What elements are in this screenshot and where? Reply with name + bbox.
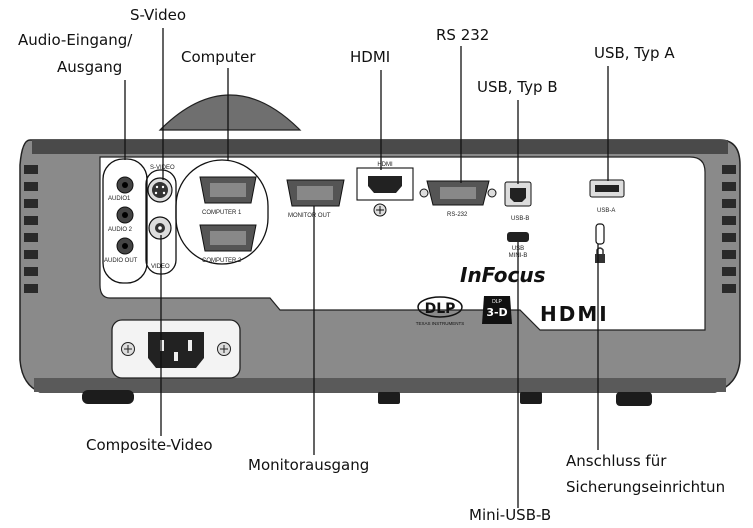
hdmi-port-label: HDMI [377, 162, 393, 168]
monitor-out-port-icon [286, 179, 345, 207]
callout-security-line2: Sicherungseinrichtun [566, 478, 725, 496]
computer1-port-label: COMPUTER 1 [202, 210, 242, 216]
callout-hdmi: HDMI [350, 48, 390, 66]
dlp-logo-text: DLP [425, 301, 456, 317]
audio1-label: AUDIO1 [108, 196, 131, 202]
callout-monitor-out: Monitorausgang [248, 456, 369, 474]
callout-usb-a: USB, Typ A [594, 44, 675, 62]
audio2-label: AUDIO 2 [108, 227, 133, 233]
dlp-3d-top-text: DLP [492, 299, 502, 305]
computer2-port-icon [199, 224, 257, 252]
usb-a-port-label: USB-A [597, 208, 615, 214]
projector-feet [82, 390, 652, 406]
callout-rs232: RS 232 [436, 26, 489, 44]
usb-b-port-icon [504, 181, 532, 207]
dlp-3d-logo: DLP 3-D [482, 296, 512, 324]
rs232-port-label: RS-232 [447, 212, 468, 218]
dlp-3d-text: 3-D [486, 306, 507, 319]
s-video-port-icon [147, 177, 173, 203]
hdmi-port-outline [356, 167, 414, 201]
composite-video-port-icon [148, 216, 172, 240]
usb-a-port-icon [589, 179, 625, 198]
hdmi-logo: HDMI [540, 302, 609, 326]
infocus-logo: InFocus [460, 263, 546, 287]
callout-usb-b: USB, Typ B [477, 78, 558, 96]
lock-icon [595, 247, 605, 263]
security-slot-icon [595, 223, 605, 245]
projector-top-band [32, 140, 728, 154]
rs232-port-icon [419, 180, 497, 206]
computer1-port-icon [199, 176, 257, 204]
callout-computer: Computer [181, 48, 256, 66]
callout-audio-line1: Audio-Eingang/ [18, 31, 133, 49]
projector-bottom-bar [34, 378, 726, 392]
computer2-port-label: COMPUTER 2 [202, 258, 242, 264]
audio-jack-icon [116, 206, 134, 224]
callout-mini-usb-b: Mini-USB-B [469, 506, 551, 524]
callout-composite-video: Composite-Video [86, 436, 213, 454]
callout-security-line1: Anschluss für [566, 452, 667, 470]
callout-audio-line2: Ausgang [57, 58, 122, 76]
dlp-logo: DLP TEXAS INSTRUMENTS [416, 296, 465, 326]
callout-s-video: S-Video [130, 6, 186, 24]
hdmi-screw-icon [373, 203, 387, 217]
monitor-out-port-label: MONITOR OUT [288, 213, 331, 219]
computer-group-outline [175, 159, 269, 265]
projector-lens-top [158, 94, 302, 131]
audio-jack-icon [116, 237, 134, 255]
audio-port-group: AUDIO1 AUDIO 2 AUDIO OUT [104, 176, 138, 264]
power-socket-icon [148, 332, 204, 368]
dlp-logo-subtext: TEXAS INSTRUMENTS [416, 321, 465, 326]
hdmi-port-icon [368, 176, 402, 193]
audio-out-label: AUDIO OUT [104, 258, 138, 264]
power-screw-icon [121, 342, 231, 356]
mini-usb-b-port-icon [507, 232, 529, 242]
audio-jack-icon [116, 176, 134, 194]
usb-b-port-label: USB-B [511, 216, 529, 222]
right-vents [722, 165, 736, 293]
left-vents [24, 165, 38, 293]
